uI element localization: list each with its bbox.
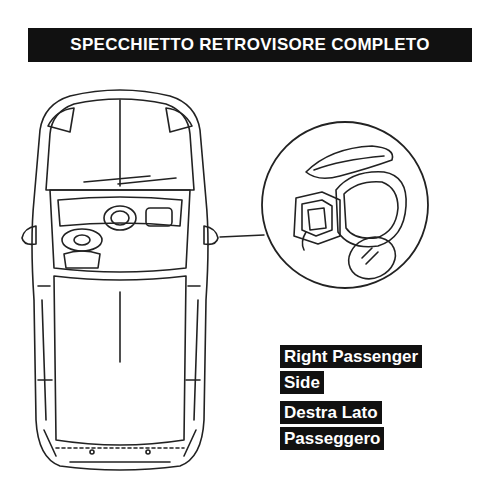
title-band: SPECCHIETTO RETROVISORE COMPLETO: [28, 28, 472, 62]
mirror-cap: [306, 146, 393, 178]
windshield: [50, 190, 190, 272]
car-body: [32, 90, 208, 470]
center-pod-inner: [111, 211, 129, 225]
wiper: [118, 178, 176, 184]
glovebox: [146, 208, 172, 226]
rear-lamp: [44, 430, 196, 456]
mirror-housing-rim: [344, 182, 398, 239]
mirror-housing: [336, 172, 406, 247]
steering-wheel: [62, 229, 102, 251]
left-mirror: [22, 226, 36, 244]
leader-line: [220, 235, 264, 237]
front-lamp: [48, 108, 74, 132]
rear-dot: [90, 450, 94, 454]
mirror-cap-edge: [314, 156, 384, 170]
rear-window-lines: [56, 447, 184, 449]
mirror-glass: [342, 230, 402, 287]
mirror-motor: [308, 208, 326, 230]
roof-seam: [119, 292, 121, 362]
rear-pillar: [42, 300, 198, 420]
label-text-block: Right Passenger Side: [280, 344, 419, 396]
right-mirror: [204, 226, 218, 244]
mirror-cable: [302, 232, 306, 250]
roof: [54, 276, 186, 445]
hood-line: [119, 100, 121, 186]
side-label: Right Passenger Side: [280, 344, 419, 396]
label-text: Right Passenger Side: [280, 345, 422, 394]
mirror-base-inner: [302, 200, 332, 236]
rear-bumper: [70, 461, 170, 463]
door-line: [38, 286, 200, 380]
center-pod: [104, 206, 136, 230]
callout-circle: [262, 122, 428, 288]
dashboard: [58, 197, 182, 226]
label-text: Destra Lato Passeggero: [280, 401, 384, 450]
glass-reflection: [362, 248, 378, 264]
side-label: Destra Lato Passeggero: [280, 400, 440, 452]
rear-dot: [146, 450, 150, 454]
mirror-exploded: [294, 146, 406, 286]
seat: [64, 251, 100, 268]
title: SPECCHIETTO RETROVISORE COMPLETO: [70, 35, 429, 55]
front-lamp: [166, 108, 192, 132]
body-inner-line: [46, 99, 194, 190]
label-text-block: Destra Lato Passeggero: [280, 400, 440, 452]
mirror-base: [294, 192, 340, 244]
steering-hub: [74, 235, 90, 245]
